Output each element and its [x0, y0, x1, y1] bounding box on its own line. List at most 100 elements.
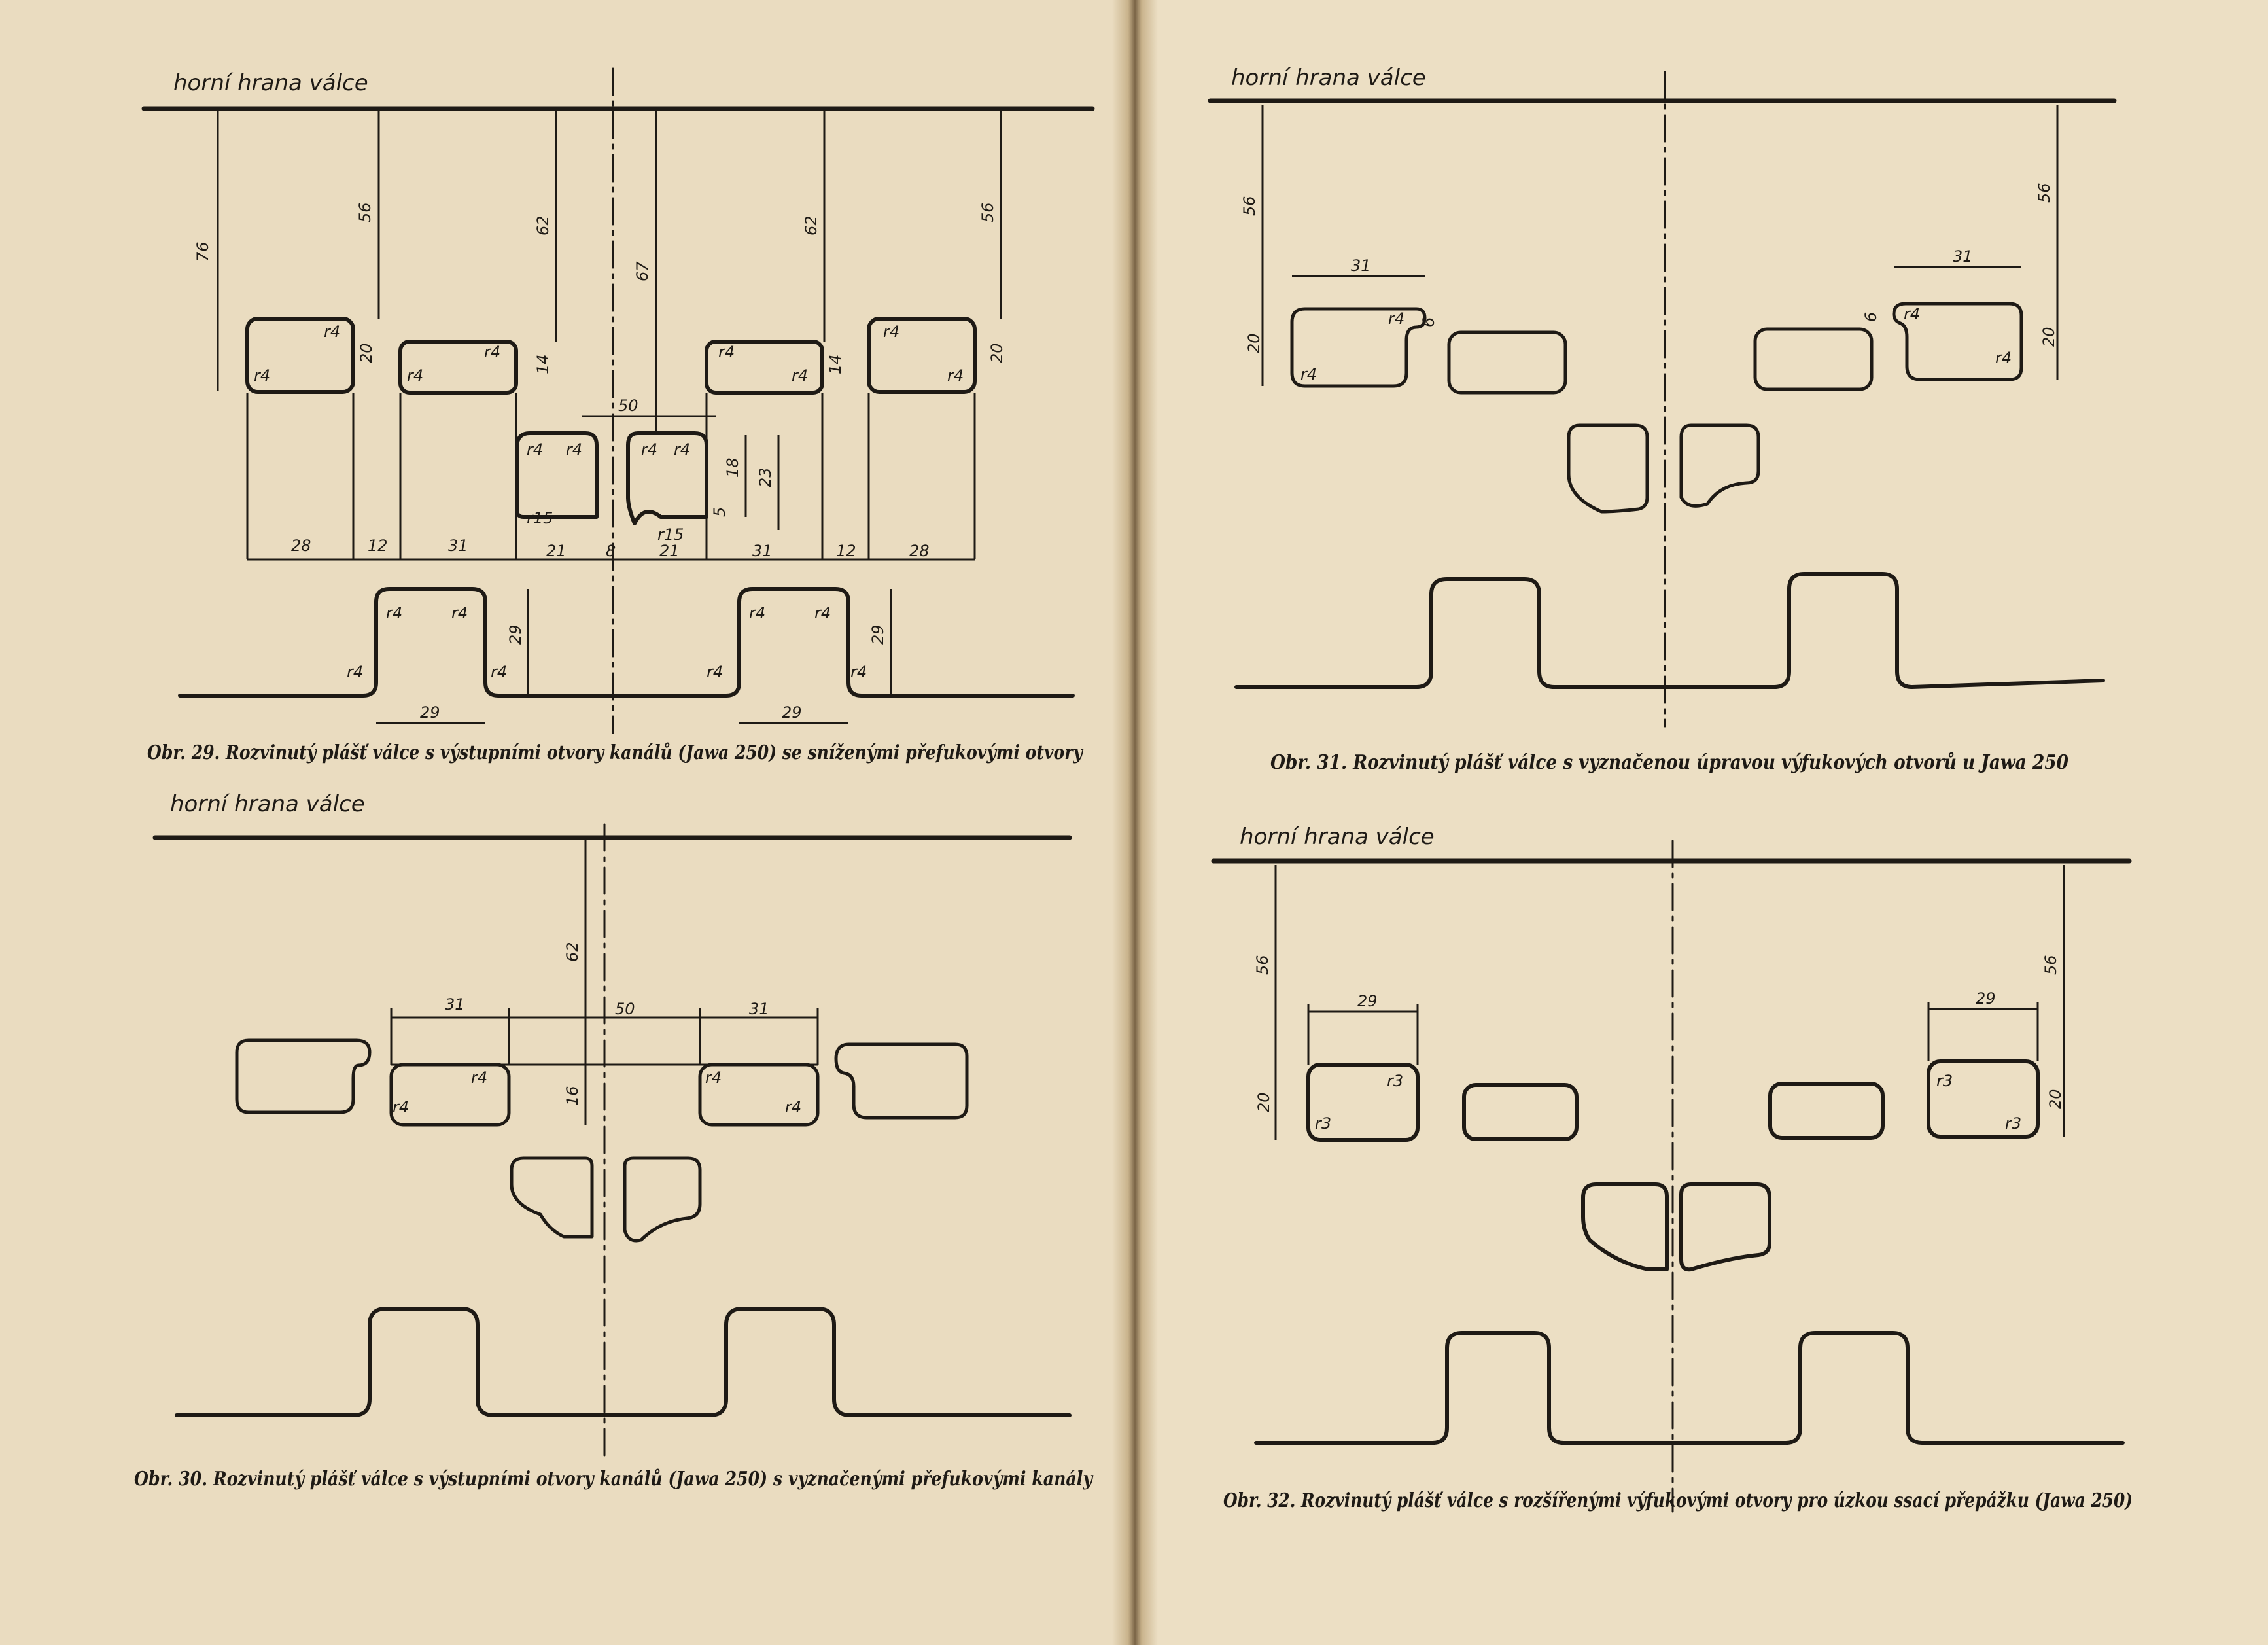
radius-label: r4	[254, 366, 270, 385]
dim-14-right: 14	[826, 354, 845, 374]
dim-62-right: 62	[802, 215, 820, 236]
dim-50: 50	[618, 397, 638, 415]
dim-62: 62	[563, 942, 582, 962]
outer-right-exhaust-port	[1927, 1059, 2040, 1139]
left-transfer-port	[1581, 1182, 1669, 1271]
right-transfer-port	[626, 431, 708, 525]
channel-profile	[175, 1307, 1072, 1417]
figure-32-caption: Obr. 32. Rozvinutý plášť válce s rozšíře…	[1223, 1489, 2133, 1512]
dim-50: 50	[615, 1000, 635, 1018]
dim-20-left: 20	[357, 343, 375, 363]
radius-label: r4	[566, 440, 582, 459]
radius-label: r3	[1315, 1114, 1331, 1133]
figure-29: horní hrana válce 76 56 62 67 62 56	[141, 67, 1095, 764]
dim-14-left: 14	[534, 354, 552, 374]
dim-12-left: 12	[368, 537, 388, 555]
dim-31-left: 31	[448, 537, 468, 555]
dim-6-left: 6	[1420, 317, 1438, 327]
dim-56-left: 56	[1253, 955, 1272, 975]
top-edge-label-30: horní hrana válce	[170, 791, 365, 817]
figure-31-caption: Obr. 31. Rozvinutý plášť válce s vyznače…	[1270, 751, 2068, 774]
channel-profile	[1234, 572, 2105, 689]
figure-29-caption: Obr. 29. Rozvinutý plášť válce s výstupn…	[147, 741, 1084, 764]
dim-5: 5	[710, 507, 729, 517]
channel-profile	[1254, 1331, 2125, 1445]
left-transfer-port	[1567, 423, 1649, 514]
dim-56-right: 56	[2035, 183, 2053, 203]
book-gutter	[1112, 0, 1158, 1645]
radius-label: r4	[947, 366, 964, 385]
dim-20-right: 20	[2046, 1089, 2065, 1109]
outer-right-exhaust-port	[1892, 302, 2023, 381]
radius-label: r3	[1936, 1072, 1953, 1090]
top-edge-label-32: horní hrana válce	[1240, 824, 1435, 850]
dim-29-width-left: 29	[420, 703, 440, 722]
radius-label: r4	[1995, 349, 2012, 367]
dim-20-left: 20	[1245, 333, 1263, 353]
dim-12-right: 12	[836, 542, 856, 560]
inner-left-port	[1447, 330, 1567, 395]
inner-left-port	[1462, 1083, 1579, 1141]
dim-56-right: 56	[979, 202, 997, 222]
dim-21-left: 21	[546, 542, 567, 560]
dim-31-right: 31	[752, 542, 773, 560]
dim-31-left: 31	[1351, 256, 1371, 275]
dim-31-left: 31	[445, 995, 465, 1014]
dim-18: 18	[724, 457, 742, 478]
dim-16: 16	[563, 1086, 582, 1106]
dim-23: 23	[756, 467, 775, 487]
radius-label: r4	[792, 366, 808, 385]
figure-31: horní hrana válce 56 56 31 31 20 20 6 6 …	[1208, 65, 2117, 774]
outer-right-port	[834, 1042, 969, 1120]
radius-label: r4	[451, 604, 468, 622]
dim-29-height-right: 29	[869, 624, 887, 645]
radius-label: r4	[471, 1069, 487, 1087]
top-edge-label-31: horní hrana válce	[1231, 65, 1426, 91]
dim-67: 67	[633, 261, 652, 281]
radius-label: r3	[2005, 1114, 2021, 1133]
dim-21-right: 21	[659, 542, 680, 560]
dim-28-right: 28	[909, 542, 930, 560]
right-transfer-port	[1679, 1182, 1771, 1272]
outer-left-exhaust-port	[1306, 1063, 1420, 1142]
radius-label: r4	[785, 1098, 801, 1116]
radius-label-r15: r15	[527, 509, 553, 527]
dim-76: 76	[194, 241, 212, 262]
figure-30: horní hrana válce 62 31 50 31 16 r4	[134, 791, 1094, 1491]
top-edge-label-29: horní hrana válce	[173, 70, 368, 96]
radius-label: r4	[324, 323, 340, 341]
dim-20-right: 20	[988, 343, 1006, 363]
channel-profile	[178, 587, 1075, 698]
radius-label: r4	[850, 663, 867, 681]
right-page	[1140, 0, 2268, 1645]
dim-31-right: 31	[1953, 247, 1973, 266]
radius-label-r15: r15	[657, 525, 684, 544]
radius-label: r4	[749, 604, 765, 622]
radius-label: r4	[527, 440, 543, 459]
radius-label: r4	[386, 604, 402, 622]
left-page	[0, 0, 1126, 1645]
dim-56-left: 56	[1240, 196, 1259, 216]
radius-label: r4	[407, 366, 423, 385]
right-transfer-channel	[623, 1156, 702, 1243]
left-transfer-port	[515, 431, 599, 519]
inner-right-port	[1753, 327, 1874, 391]
dim-8: 8	[606, 542, 616, 560]
radius-label: r4	[393, 1098, 409, 1116]
radius-label: r4	[1904, 305, 1920, 323]
outer-right-port	[867, 317, 977, 394]
dim-31-right: 31	[749, 1000, 769, 1018]
radius-label: r4	[1388, 310, 1404, 328]
radius-label: r4	[814, 604, 831, 622]
inner-left-port	[398, 340, 518, 395]
radius-label: r4	[1300, 365, 1317, 383]
radius-label: r4	[883, 323, 899, 341]
outer-left-exhaust-port	[1290, 307, 1427, 388]
radius-label: r4	[484, 343, 500, 361]
inner-right-port	[1768, 1082, 1885, 1140]
radius-label: r4	[347, 663, 363, 681]
dim-29-height-left: 29	[506, 624, 525, 645]
figure-30-caption: Obr. 30. Rozvinutý plášť válce s výstupn…	[134, 1468, 1094, 1491]
